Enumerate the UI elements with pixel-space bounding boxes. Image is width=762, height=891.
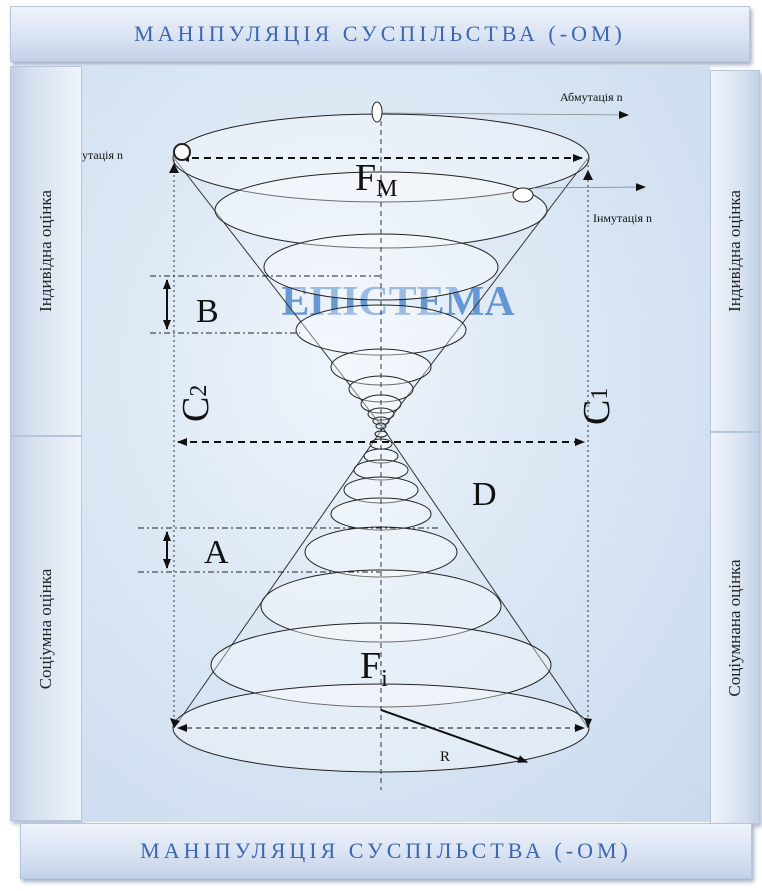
left-panel-top: Індивідна оцінка xyxy=(10,66,82,436)
footer-title: МАНІПУЛЯЦІЯ СУСПІЛЬСТВА (-ОМ) xyxy=(140,838,632,863)
footer-banner: МАНІПУЛЯЦІЯ СУСПІЛЬСТВА (-ОМ) xyxy=(20,823,752,879)
c2-label: C2 xyxy=(175,385,217,422)
header-title: МАНІПУЛЯЦІЯ СУСПІЛЬСТВА (-ОМ) xyxy=(134,21,626,46)
r-radius-arrow xyxy=(380,709,528,763)
fi-label: Fi xyxy=(360,645,388,692)
inmutation-arrow xyxy=(532,183,646,192)
abmutation-label: Абмутація n xyxy=(560,90,623,104)
abmutation-arrow xyxy=(382,110,629,119)
inmutation-label: Інмутація n xyxy=(593,211,652,225)
left-mutation-marker xyxy=(173,143,191,161)
a-label: A xyxy=(204,534,229,571)
right-panel-top: Індивідна оцінка xyxy=(710,70,760,432)
right-panel-bottom: Соціумнана оцінка xyxy=(710,432,760,824)
header-banner: МАНІПУЛЯЦІЯ СУСПІЛЬСТВА (-ОМ) xyxy=(10,6,750,62)
left-panel-bottom: Соціумна оцінка xyxy=(10,436,82,821)
r-label: R xyxy=(440,749,450,765)
cone-outline xyxy=(173,157,589,729)
top-mutation-marker xyxy=(371,101,383,123)
d-label: D xyxy=(472,476,497,513)
right-mutation-marker xyxy=(512,187,534,203)
fm-label: FM xyxy=(355,157,397,202)
b-label: B xyxy=(196,293,219,330)
c1-label: C1 xyxy=(576,388,618,425)
left-mutation-label: утація n xyxy=(82,148,123,162)
